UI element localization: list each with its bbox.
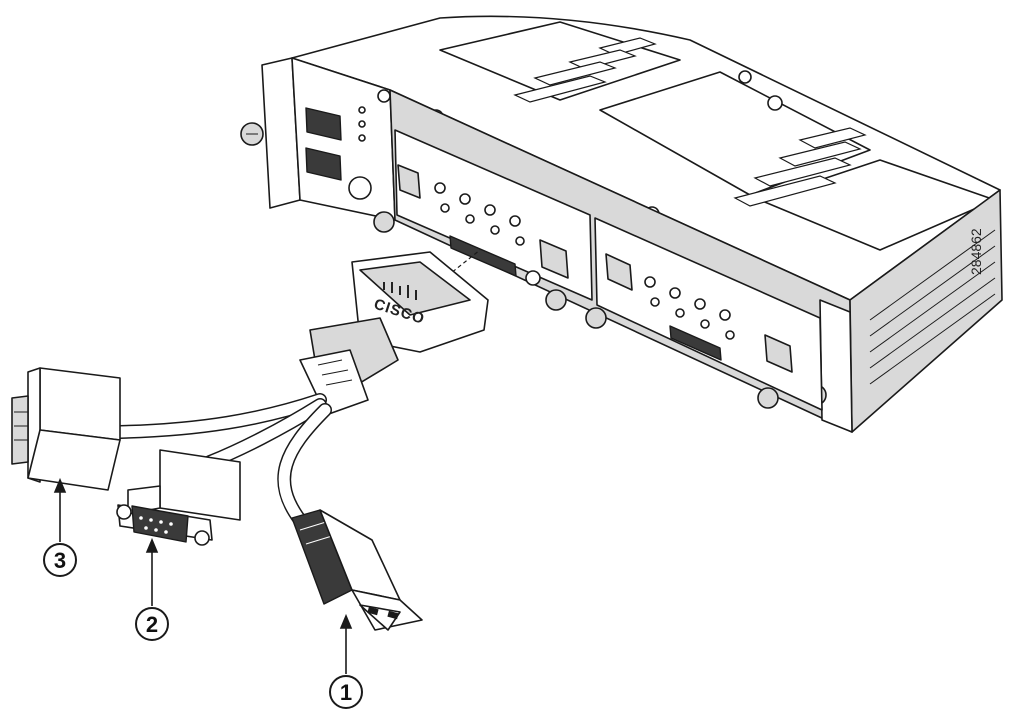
- module-slot-1: [373, 129, 593, 301]
- chassis-top: [291, 15, 1001, 301]
- module-slot-2: [545, 217, 823, 411]
- svg-text:3: 3: [54, 548, 66, 573]
- module-cable-port: [449, 235, 517, 277]
- callout-1: 1: [329, 675, 363, 709]
- rack-ear-right: [819, 299, 853, 433]
- db9-serial-connector: [116, 449, 241, 546]
- callout-3: 3: [43, 543, 77, 577]
- svg-text:2: 2: [146, 612, 158, 637]
- router-chassis: [240, 15, 1003, 433]
- callout-2: 2: [135, 607, 169, 641]
- svg-text:1: 1: [340, 680, 352, 705]
- rj45-adapter-connector: [11, 367, 121, 491]
- breakout-cables: [113, 393, 332, 527]
- cisco-logo-bars: [383, 282, 417, 300]
- callout-leaders: [53, 477, 353, 674]
- side-vents: [869, 229, 996, 385]
- figure-number: 284862: [968, 228, 984, 275]
- top-vents: [513, 37, 867, 207]
- usb-a-connector: [291, 509, 423, 631]
- ethernet-ports: [305, 89, 391, 200]
- top-panel-1: [439, 21, 681, 101]
- cable-head-connector: CISCO: [299, 251, 489, 416]
